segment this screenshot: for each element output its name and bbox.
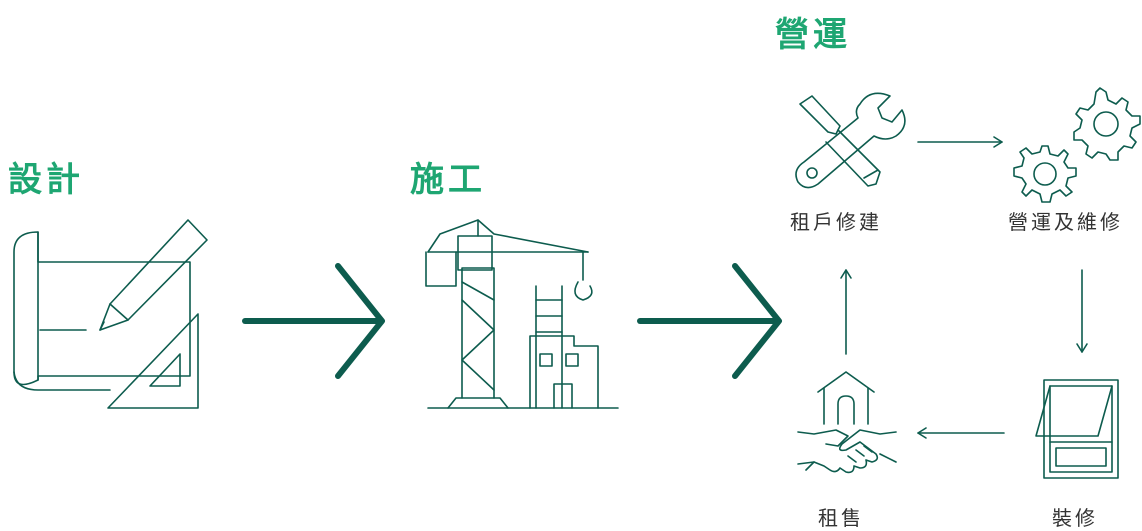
caption-renovation: 裝修 (1052, 506, 1098, 530)
house-handshake-icon (797, 371, 897, 474)
phase-title-operations: 營運 (775, 15, 851, 55)
caption-leasing-sales: 租售 (818, 506, 864, 530)
phase-title-design: 設計 (8, 160, 84, 200)
wrench-screwdriver-icon (795, 92, 906, 189)
arrow-design-to-construction (242, 263, 385, 379)
arrow-renovation-to-leasing (917, 427, 1005, 439)
blueprint-pencil-triangle-icon (13, 219, 208, 409)
arrow-maintenance-to-renovation (1076, 269, 1088, 353)
phase-title-construction: 施工 (410, 160, 486, 200)
caption-tenant-fitout: 租戶修建 (790, 210, 882, 234)
arrow-leasing-to-fitout (840, 269, 852, 355)
arrow-construction-to-operations (637, 263, 782, 379)
caption-operations-maintenance: 營運及維修 (1008, 210, 1123, 234)
gears-icon (1013, 87, 1141, 203)
arrow-fitout-to-maintenance (917, 136, 1003, 148)
window-icon (1035, 379, 1119, 479)
crane-building-icon (425, 219, 619, 409)
